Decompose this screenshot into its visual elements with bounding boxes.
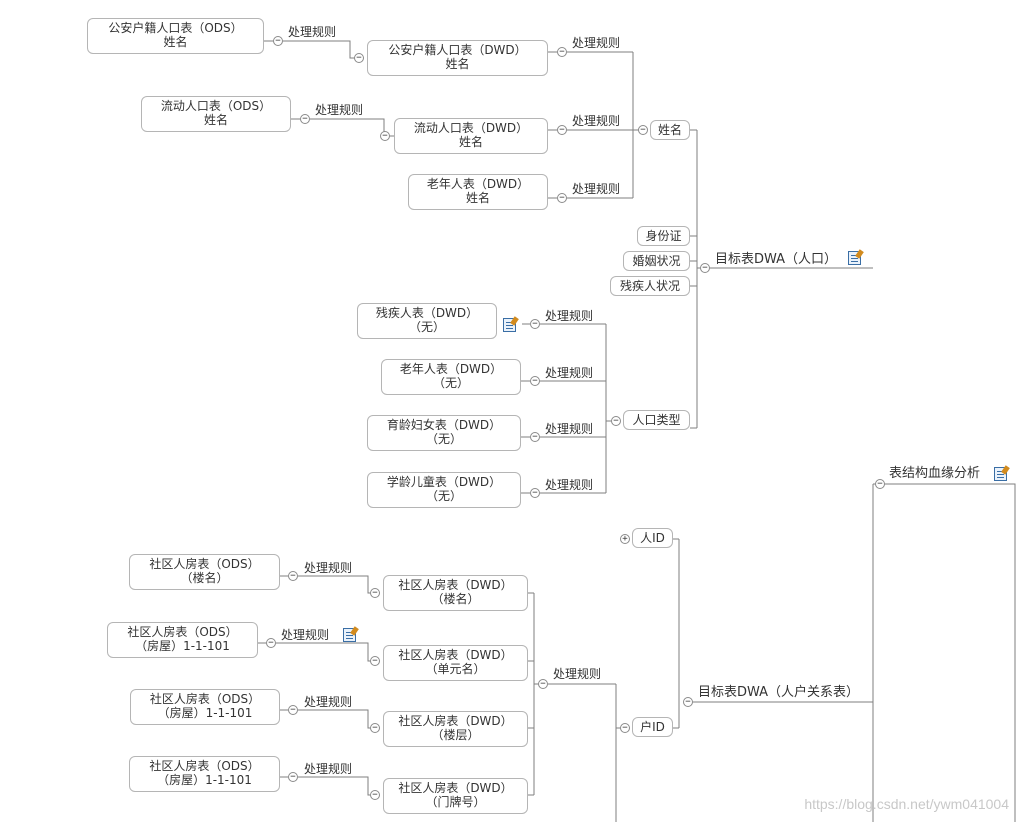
rule-label: 处理规则 xyxy=(545,366,594,380)
rule-label: 处理规则 xyxy=(553,667,602,681)
rule-label: 处理规则 xyxy=(572,182,621,196)
rule-toggle[interactable]: − xyxy=(530,488,540,498)
field-person-id-toggle[interactable]: + xyxy=(620,534,630,544)
ods-table-node[interactable]: 社区人房表（ODS）（楼名） xyxy=(129,554,280,590)
dwd-table-node[interactable]: 老年人表（DWD）姓名 xyxy=(408,174,548,210)
dwd-table-node[interactable]: 老年人表（DWD）（无） xyxy=(381,359,521,395)
target-household-toggle[interactable]: − xyxy=(683,697,693,707)
rule-toggle[interactable]: − xyxy=(273,36,283,46)
rule-toggle[interactable]: − xyxy=(538,679,548,689)
dwd-toggle[interactable]: − xyxy=(380,131,390,141)
rule-label: 处理规则 xyxy=(545,478,594,492)
rule-label: 处理规则 xyxy=(304,561,353,575)
rule-toggle[interactable]: − xyxy=(266,638,276,648)
field-marital-node[interactable]: 婚姻状况 xyxy=(623,251,690,271)
field-household-id-toggle[interactable]: − xyxy=(620,723,630,733)
field-disability-node[interactable]: 残疾人状况 xyxy=(610,276,690,296)
root-collapse-toggle[interactable]: − xyxy=(875,479,885,489)
note-icon[interactable] xyxy=(343,626,359,642)
dwd-toggle[interactable]: − xyxy=(370,723,380,733)
rule-toggle[interactable]: − xyxy=(300,114,310,124)
ods-table-node[interactable]: 社区人房表（ODS）（房屋）1-1-101 xyxy=(107,622,258,658)
dwd-toggle[interactable]: − xyxy=(370,588,380,598)
rule-toggle[interactable]: − xyxy=(557,47,567,57)
dwd-table-node[interactable]: 育龄妇女表（DWD）（无） xyxy=(367,415,521,451)
rule-label: 处理规则 xyxy=(288,25,337,39)
field-name-toggle[interactable]: − xyxy=(638,125,648,135)
dwd-toggle[interactable]: − xyxy=(354,53,364,63)
field-person-id-node[interactable]: 人ID xyxy=(632,528,673,548)
note-icon[interactable] xyxy=(848,249,864,265)
field-household-id-node[interactable]: 户ID xyxy=(632,717,673,737)
dwd-table-node[interactable]: 社区人房表（DWD）（楼层） xyxy=(383,711,528,747)
rule-toggle[interactable]: − xyxy=(530,376,540,386)
ods-table-node[interactable]: 社区人房表（ODS）（房屋）1-1-101 xyxy=(129,756,280,792)
dwd-table-node[interactable]: 社区人房表（DWD）（单元名） xyxy=(383,645,528,681)
dwd-toggle[interactable]: − xyxy=(370,656,380,666)
rule-label: 处理规则 xyxy=(304,695,353,709)
rule-label: 处理规则 xyxy=(281,628,330,642)
note-icon[interactable] xyxy=(994,465,1010,481)
rule-toggle[interactable]: − xyxy=(530,319,540,329)
rule-toggle[interactable]: − xyxy=(288,705,298,715)
rule-toggle[interactable]: − xyxy=(288,571,298,581)
dwd-table-node[interactable]: 社区人房表（DWD）（门牌号） xyxy=(383,778,528,814)
rule-label: 处理规则 xyxy=(545,422,594,436)
dwd-table-node[interactable]: 学龄儿童表（DWD）（无） xyxy=(367,472,521,508)
dwd-table-node[interactable]: 公安户籍人口表（DWD）姓名 xyxy=(367,40,548,76)
rule-label: 处理规则 xyxy=(304,762,353,776)
rule-label: 处理规则 xyxy=(572,114,621,128)
dwd-table-node[interactable]: 残疾人表（DWD）（无） xyxy=(357,303,497,339)
field-id-card-node[interactable]: 身份证 xyxy=(637,226,690,246)
target-household-node[interactable]: 目标表DWA（人户关系表） xyxy=(698,685,860,700)
rule-toggle[interactable]: − xyxy=(557,193,567,203)
note-icon[interactable] xyxy=(503,316,519,332)
rule-label: 处理规则 xyxy=(572,36,621,50)
ods-table-node[interactable]: 社区人房表（ODS）（房屋）1-1-101 xyxy=(130,689,280,725)
ods-table-node[interactable]: 公安户籍人口表（ODS）姓名 xyxy=(87,18,264,54)
rule-toggle[interactable]: − xyxy=(557,125,567,135)
rule-label: 处理规则 xyxy=(315,103,364,117)
rule-toggle[interactable]: − xyxy=(288,772,298,782)
target-person-toggle[interactable]: − xyxy=(700,263,710,273)
ods-table-node[interactable]: 流动人口表（ODS）姓名 xyxy=(141,96,291,132)
root-node[interactable]: 表结构血缘分析 xyxy=(889,466,981,481)
field-person-type-toggle[interactable]: − xyxy=(611,416,621,426)
dwd-table-node[interactable]: 社区人房表（DWD）（楼名） xyxy=(383,575,528,611)
target-person-node[interactable]: 目标表DWA（人口） xyxy=(715,252,838,267)
watermark: https://blog.csdn.net/ywm041004 xyxy=(804,796,1009,812)
dwd-toggle[interactable]: − xyxy=(370,790,380,800)
dwd-table-node[interactable]: 流动人口表（DWD）姓名 xyxy=(394,118,548,154)
rule-toggle[interactable]: − xyxy=(530,432,540,442)
field-name-node[interactable]: 姓名 xyxy=(650,120,690,140)
rule-label: 处理规则 xyxy=(545,309,594,323)
field-person-type-node[interactable]: 人口类型 xyxy=(623,410,690,430)
